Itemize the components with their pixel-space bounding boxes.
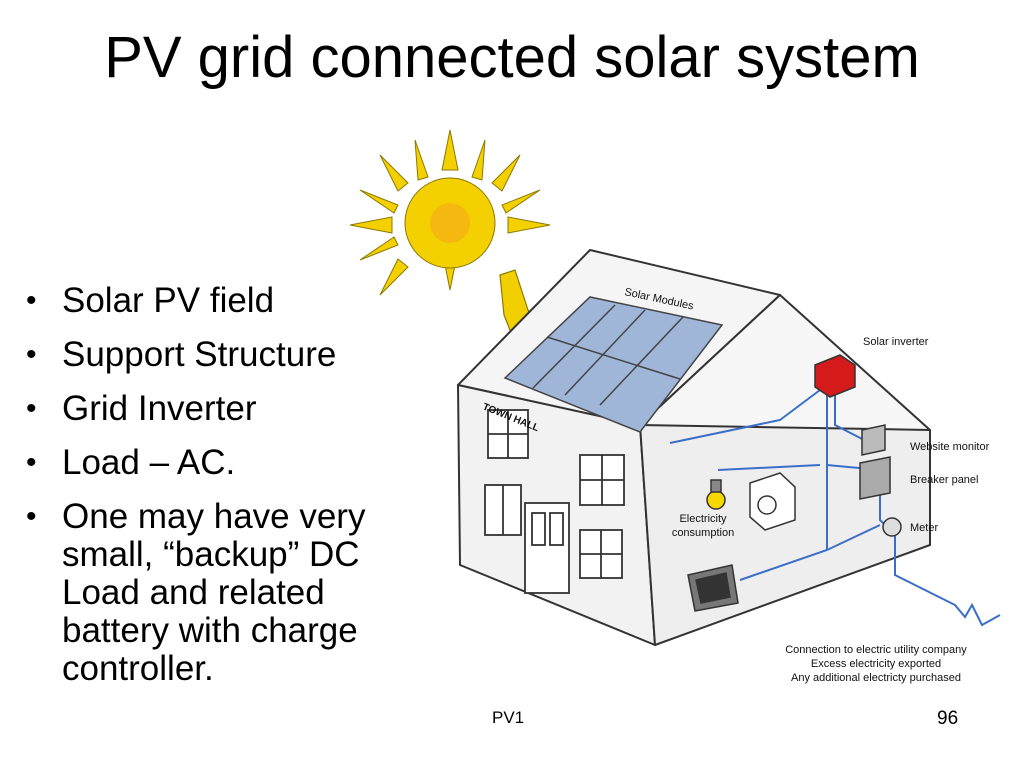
door-panel (531, 512, 546, 546)
panel-grid-line (546, 336, 681, 380)
solar-inverter-box (814, 354, 856, 398)
label-meter: Meter (910, 522, 938, 534)
wire-to-appliances (717, 464, 821, 471)
slide-title: PV grid connected solar system (104, 25, 920, 90)
bullet-dot: • (26, 446, 37, 479)
sun-ray (501, 189, 541, 214)
bullet-dot: • (26, 338, 37, 371)
sun-ray (471, 139, 486, 181)
website-monitor-box (861, 424, 886, 456)
footer-label: PV1 (492, 708, 525, 727)
bullet-text: Grid Inverter (62, 389, 257, 428)
label-breaker-panel: Breaker panel (910, 474, 979, 486)
door-panel (549, 512, 564, 546)
sun-ray (414, 139, 429, 181)
label-electricity-consumption: consumption (672, 527, 734, 539)
bullet-item: • Solar PV field (24, 282, 434, 320)
label-excess-exported: Excess electricity exported (811, 658, 941, 670)
solar-panel-array (503, 296, 724, 433)
bullet-dot: • (26, 284, 37, 317)
bullet-dot: • (26, 500, 37, 533)
sun-ray (379, 258, 409, 296)
washing-machine-icon (749, 472, 796, 531)
page-number: 96 (937, 708, 959, 729)
sun-ray (359, 236, 399, 261)
bulb-base (710, 479, 722, 493)
sun-rays (349, 129, 551, 296)
solar-system-diagram: Solar Modules TOWN HALL Solar inverter W… (349, 129, 1001, 684)
sun-ray (441, 129, 459, 171)
wire-to-utility (894, 535, 1001, 627)
bullet-text: Support Structure (62, 335, 337, 374)
bullet-dot: • (26, 392, 37, 425)
appliances (687, 472, 796, 612)
label-electricity-consumption: Electricity (679, 513, 727, 525)
sun-ray (491, 154, 521, 192)
bullet-item: • Load – AC. (24, 444, 434, 482)
light-bulb-icon (706, 490, 726, 510)
solar-panel (503, 296, 724, 433)
wire-to-tv (739, 524, 881, 581)
bullet-item: • Support Structure (24, 336, 434, 374)
breaker-panel-box (859, 456, 891, 500)
equipment (814, 354, 902, 537)
windows (484, 409, 625, 594)
sun-ray (349, 216, 393, 234)
panel-grid-line (564, 309, 646, 396)
label-additional-purchased: Any additional electricty purchased (791, 672, 961, 684)
sun-icon (349, 129, 551, 296)
label-utility-connection: Connection to electric utility company (785, 644, 967, 656)
bullet-text: Solar PV field (62, 281, 275, 320)
sun-ray (507, 216, 551, 234)
sun-ray (379, 154, 409, 192)
label-website-monitor: Website monitor (910, 441, 990, 453)
bullet-item: • Grid Inverter (24, 390, 434, 428)
tv-screen (695, 572, 731, 604)
panel-grid-line (532, 304, 616, 389)
sun-ray (359, 189, 399, 214)
bullet-item: • One may have very small, “backup” DC Lo… (24, 498, 434, 688)
bullet-text: Load – AC. (62, 443, 236, 482)
bullet-list: • Solar PV field • Support Structure • Grid… (24, 282, 434, 704)
wire-inverter-to-monitor (834, 387, 871, 444)
panel-grid-line (599, 316, 684, 406)
bullet-text: One may have very small, “backup” DC Loa… (62, 497, 366, 688)
washer-door (757, 495, 777, 515)
sun-core (430, 203, 470, 243)
meter-icon (882, 517, 902, 537)
wire-panel-to-inverter (669, 389, 821, 444)
label-solar-inverter: Solar inverter (863, 336, 929, 348)
